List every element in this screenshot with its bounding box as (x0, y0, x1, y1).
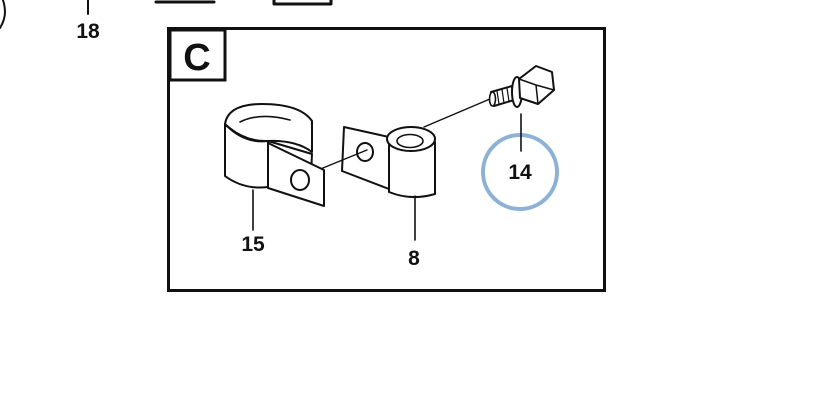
leader-bolt-to-clamp (423, 95, 498, 128)
bolt-part-14 (488, 65, 555, 108)
clamp-part-15 (224, 103, 325, 207)
highlight-ring (481, 133, 559, 211)
callout-18: 18 (76, 20, 100, 43)
clamp-part-8 (341, 126, 436, 198)
panel-label-box: C (168, 28, 227, 82)
cropped-top-fragments (0, 0, 333, 29)
callout-15: 15 (241, 233, 265, 256)
callout-8: 8 (408, 247, 420, 270)
leader-clamp-to-clamp (317, 149, 368, 171)
panel-frame (167, 27, 606, 292)
callout-14: 14 (508, 161, 532, 184)
panel-letter: C (183, 37, 210, 79)
